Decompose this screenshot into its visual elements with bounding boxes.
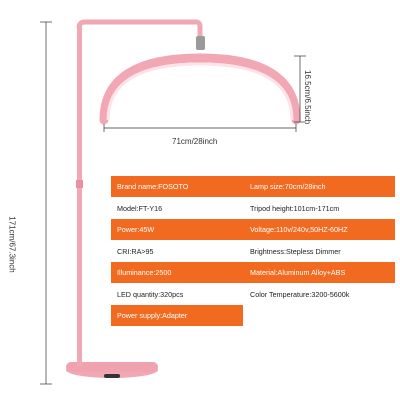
pole-joint	[76, 180, 83, 188]
spec-voltage: Voltage:110v/240v,50HZ-60HZ	[250, 225, 348, 234]
spec-power-supply: Power supply:Adapter	[117, 311, 188, 320]
lamp-boom	[76, 19, 203, 40]
spec-color-temperature: Color Temperature:3200-5600k	[250, 289, 350, 299]
spec-brightness: Brightness:Stepless Dimmer	[250, 246, 341, 256]
spec-power: Power:45W	[117, 225, 155, 234]
spec-cri: CRI:RA>95	[117, 246, 154, 256]
spec-tripod-height: Tripod height:101cm-171cm	[250, 203, 340, 213]
spec-row: Illuminance:2500 Material:Aluminum Alloy…	[111, 262, 395, 283]
lamp-base-plate	[66, 362, 158, 372]
arc-width-label: 71cm/28inch	[172, 137, 218, 146]
spec-material: Material:Aluminum Alloy+ABS	[250, 268, 346, 277]
spec-row: Power:45W Voltage:110v/240v,50HZ-60HZ	[111, 219, 395, 240]
spec-row: LED quantity:320pcs Color Temperature:32…	[111, 284, 395, 305]
spec-row: Model:FT-Y16 Tripod height:101cm-171cm	[111, 198, 395, 219]
spec-table: Brand name:FOSOTO Lamp size:70cm/28inch …	[111, 176, 395, 327]
spec-lamp-size: Lamp size:70cm/28inch	[250, 182, 326, 191]
spec-row: Brand name:FOSOTO Lamp size:70cm/28inch	[111, 176, 395, 197]
spec-illuminance: Illuminance:2500	[117, 268, 172, 277]
spec-model: Model:FT-Y16	[117, 203, 163, 213]
spec-row: CRI:RA>95 Brightness:Stepless Dimmer	[111, 241, 395, 262]
lamp-base-foot	[104, 374, 120, 378]
total-height-label: 171cm/67.3inch	[7, 216, 17, 273]
spec-led-quantity: LED quantity:320pcs	[117, 289, 184, 299]
lamp-pole	[77, 24, 82, 366]
arc-height-label: 16.5cm/6.5inch	[303, 70, 312, 125]
lamp-clamp	[196, 36, 205, 50]
half-moon-light	[99, 53, 301, 125]
spec-row: Power supply:Adapter	[111, 305, 243, 326]
spec-brand: Brand name:FOSOTO	[117, 182, 189, 191]
light-diffuser	[106, 62, 294, 121]
